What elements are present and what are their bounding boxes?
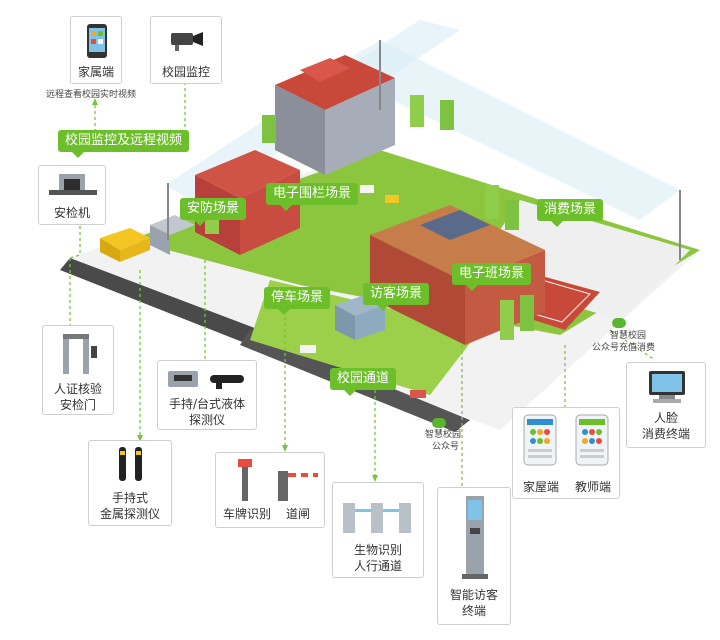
bio-channel-label-2: 人行通道 bbox=[353, 559, 402, 573]
metal-detector-label-1: 手持式 bbox=[111, 491, 148, 505]
plate-label: 车牌识别 bbox=[222, 507, 271, 521]
parent-app-label: 家属端 bbox=[77, 65, 114, 79]
wechat-icon bbox=[432, 418, 446, 428]
bio-channel-label-1: 生物识别 bbox=[353, 543, 402, 557]
turnstile-icon bbox=[343, 503, 411, 533]
liquid-detector-icon bbox=[168, 371, 244, 389]
metal-detector-box: 手持式 金属探测仪 bbox=[88, 440, 172, 526]
wechat-recharge-icon bbox=[612, 318, 626, 328]
tag-consumption-scene: 消费场景 bbox=[537, 199, 604, 227]
tag-visitor-scene: 访客场景 bbox=[363, 283, 430, 311]
home-app-phone-icon bbox=[523, 414, 557, 466]
face-terminal-label-2: 消费终端 bbox=[641, 427, 690, 441]
face-terminal-label-1: 人脸 bbox=[653, 411, 678, 425]
teacher-app-phone-icon bbox=[575, 414, 609, 466]
visitor-terminal-label-2: 终端 bbox=[461, 604, 486, 618]
barrier-gate-icon bbox=[278, 471, 318, 501]
security-gate-icon bbox=[63, 334, 97, 374]
tag-monitor-video: 校园监控及远程视频 bbox=[58, 130, 190, 158]
tag-class-scene: 电子班场景 bbox=[452, 263, 532, 291]
liquid-detector-label-1: 手持/台式液体 bbox=[168, 397, 246, 411]
pos-terminal-icon bbox=[649, 371, 685, 403]
visitor-terminal-box: 智能访客 终端 bbox=[437, 487, 511, 625]
liquid-detector-box: 手持/台式液体 探测仪 bbox=[157, 360, 257, 430]
bio-channel-box: 生物识别 人行通道 bbox=[332, 482, 424, 578]
liquid-detector-label-2: 探测仪 bbox=[188, 413, 225, 427]
campus-monitor-label: 校园监控 bbox=[161, 65, 210, 79]
security-machine-box: 安检机 bbox=[38, 165, 106, 225]
home-app-label: 家屋端 bbox=[522, 480, 559, 494]
wechat-note-2: 公众号 bbox=[432, 442, 460, 452]
visitor-terminal-label-1: 智能访客 bbox=[449, 588, 498, 602]
campus-monitor-box: 校园监控 bbox=[150, 16, 222, 84]
tag-security-scene: 安防场景 bbox=[180, 198, 247, 226]
id-gate-label-1: 人证核验 bbox=[53, 382, 102, 396]
id-gate-label-2: 安检门 bbox=[59, 398, 96, 412]
plate-barrier-box: 车牌识别 道闸 bbox=[215, 452, 325, 528]
teacher-app-label: 教师端 bbox=[574, 480, 611, 494]
recharge-note-1: 智慧校园 bbox=[610, 331, 647, 341]
security-machine-label: 安检机 bbox=[53, 206, 90, 220]
wechat-note-1: 智慧校园 bbox=[425, 430, 462, 440]
id-gate-box: 人证核验 安检门 bbox=[42, 325, 114, 415]
xray-scanner-icon bbox=[49, 174, 97, 195]
apps-box: 家屋端 教师端 bbox=[512, 407, 620, 499]
recharge-note-2: 公众号充值消费 bbox=[592, 343, 656, 353]
kiosk-icon bbox=[462, 496, 488, 579]
plate-camera-icon bbox=[238, 459, 252, 501]
metal-detector-label-2: 金属探测仪 bbox=[99, 507, 160, 521]
barrier-label: 道闸 bbox=[285, 507, 310, 521]
face-terminal-box: 人脸 消费终端 bbox=[626, 362, 706, 448]
smartphone-icon bbox=[87, 24, 107, 58]
metal-wand-icon bbox=[119, 447, 142, 481]
tag-parking-scene: 停车场景 bbox=[264, 287, 331, 315]
parent-app-box: 家属端 bbox=[70, 16, 122, 84]
tag-fence-scene: 电子围栏场景 bbox=[266, 183, 359, 211]
camera-icon bbox=[171, 32, 203, 51]
parent-app-note: 远程查看校园实时视频 bbox=[46, 90, 137, 100]
tag-channel-scene: 校园通道 bbox=[330, 368, 397, 396]
